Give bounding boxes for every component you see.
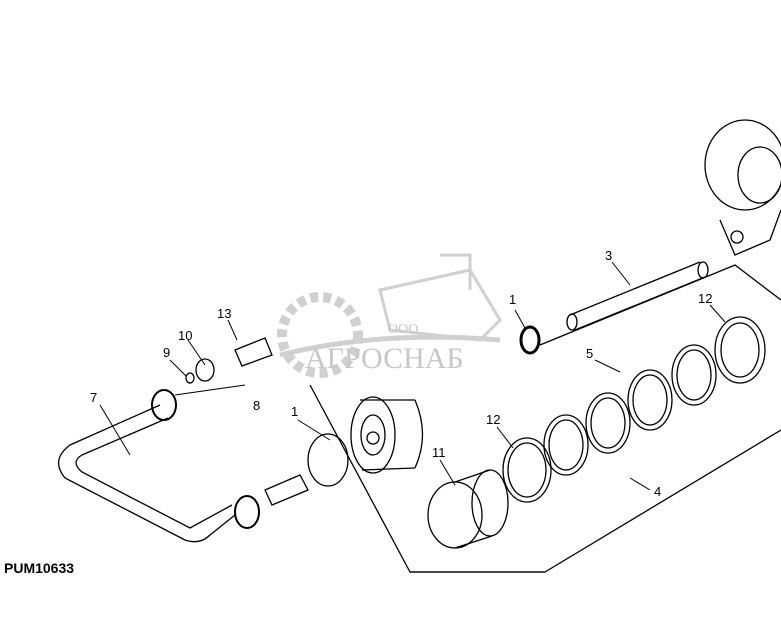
callout-11: 11 [432,445,446,460]
callout-13: 13 [217,306,231,321]
callout-3: 3 [605,248,612,263]
callout-4: 4 [654,484,661,499]
fitting-13 [185,337,273,384]
callout-8: 8 [253,398,260,413]
leader-lines [99,261,726,491]
callout-7: 7 [90,390,97,405]
callout-5: 5 [586,346,593,361]
callout-1-washer: 1 [509,292,516,307]
callout-9: 9 [163,345,170,360]
watermark-name: АГРОСНАБ [305,342,464,375]
callout-12-lower: 12 [486,412,500,427]
callout-12-upper: 12 [698,291,712,306]
hydraulic-tube [58,389,236,543]
callout-10: 10 [178,328,192,343]
cylinder-housing [350,396,424,474]
watermark-logo [277,253,502,378]
seal-rings [502,316,766,503]
figure-code: PUM10633 [4,560,75,576]
fitting-lower [234,474,309,529]
rod-end-mount [704,119,781,256]
piston [427,469,509,549]
o-ring [307,433,349,487]
watermark-prefix: ООО [388,322,418,337]
piston-rod [519,261,709,355]
callout-1: 1 [291,404,298,419]
